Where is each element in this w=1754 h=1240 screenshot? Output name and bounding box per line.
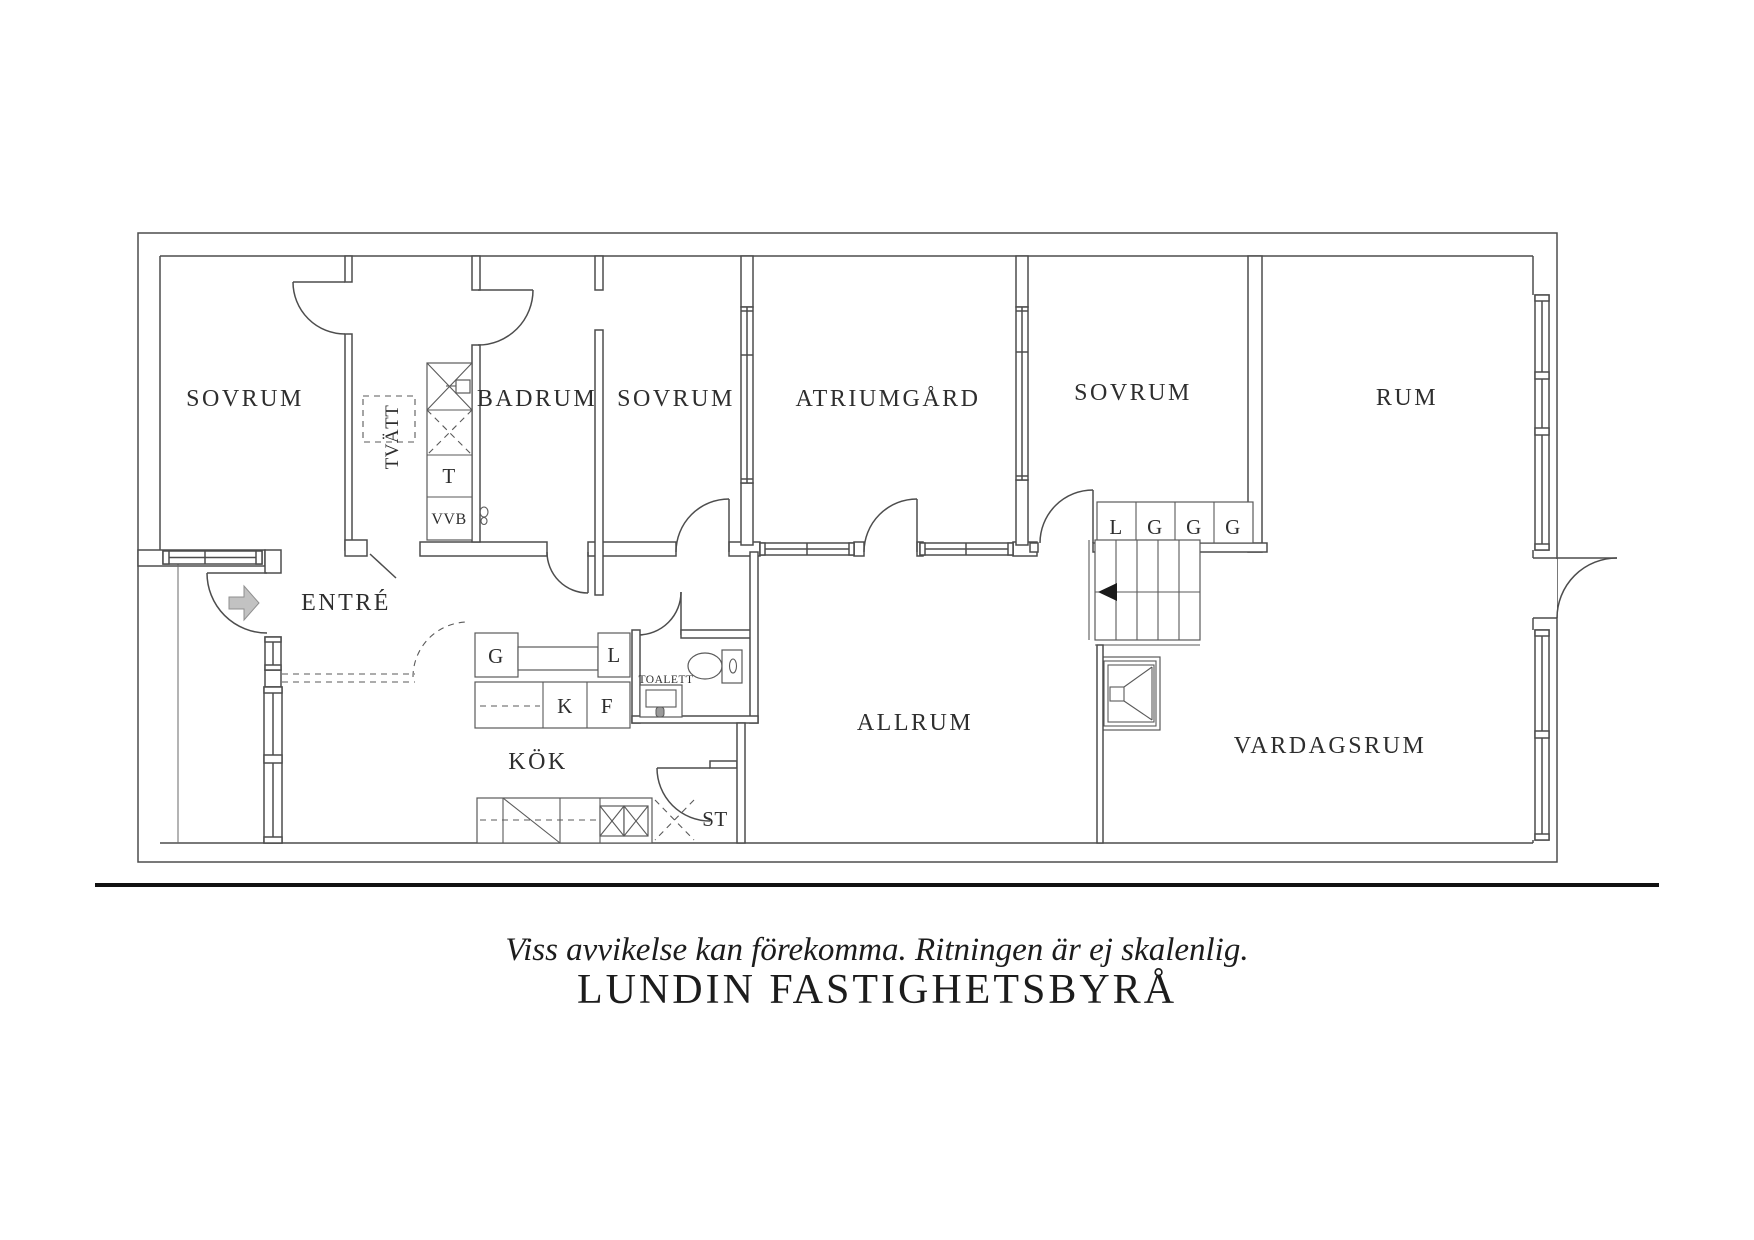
laundry-fixtures (362, 362, 489, 541)
window (1534, 629, 1550, 841)
toalett-room (631, 551, 759, 724)
glazed-partition (1015, 306, 1029, 481)
door-allrum (656, 767, 711, 822)
closet-label: G (1147, 515, 1163, 539)
kitchen-unit-label-l: L (607, 643, 620, 667)
kitchen-unit-label-f: F (601, 694, 613, 718)
room-label-atriumgard: ATRIUMGÅRD (795, 386, 980, 412)
stairs (1088, 539, 1201, 646)
window (162, 550, 263, 565)
separator-line (95, 883, 1659, 887)
door-atriumgard (863, 498, 918, 553)
stove-icon (599, 805, 649, 837)
tvatt-dashed-area (362, 395, 416, 443)
door-sovrum1 (292, 281, 346, 335)
wall (1096, 644, 1104, 844)
tap-icon (479, 506, 489, 526)
window (263, 686, 283, 844)
room-label-vardagsrum: VARDAGSRUM (1234, 733, 1427, 759)
fireplace (1099, 656, 1161, 731)
kitchen-units (282, 621, 631, 729)
room-label-toalett: TOALETT (638, 674, 693, 686)
stairs-direction-arrow-icon (1098, 583, 1117, 601)
window (264, 636, 282, 671)
door-sovrum2 (675, 498, 730, 553)
window (1534, 294, 1550, 551)
room-label-badrum: BADRUM (477, 386, 597, 412)
door-sovrum3 (1039, 489, 1094, 544)
sink-icon (639, 684, 683, 718)
label-torktumlare: T (442, 464, 455, 488)
room-label-rum: RUM (1376, 385, 1438, 411)
room-label-entre: ENTRÉ (301, 590, 391, 616)
room-label-sovrum-3: SOVRUM (1074, 380, 1192, 406)
kitchen-unit-label-g: G (488, 644, 504, 668)
room-label-st: ST (702, 807, 728, 831)
entry-door (206, 572, 268, 634)
doors (206, 281, 1618, 822)
label-vvb: VVB (431, 511, 466, 528)
glazed-partition (740, 306, 754, 484)
toilet-icon (687, 649, 743, 684)
dishwasher-icon (502, 797, 561, 844)
washing-machine-icon (426, 362, 473, 411)
room-label-allrum: ALLRUM (857, 710, 973, 736)
kitchen-counter (476, 797, 653, 844)
kitchen-unit-label-k: K (557, 694, 573, 718)
door-toalett (637, 591, 682, 636)
patio-door (1556, 557, 1618, 619)
entry-arrow-icon (228, 584, 260, 622)
outer-boundary (137, 232, 1558, 863)
room-label-kok: KÖK (508, 749, 568, 775)
brand-text: LUNDIN FASTIGHETSBYRÅ (577, 967, 1177, 1013)
closet-row (1096, 501, 1254, 544)
outer-walls (137, 232, 1558, 863)
closet-label: G (1225, 515, 1241, 539)
window (919, 542, 1014, 556)
closet-label: G (1186, 515, 1202, 539)
laundry-strip-door (369, 553, 397, 579)
footer: Viss avvikelse kan förekomma. Ritningen … (95, 883, 1659, 1013)
room-label-sovrum-2: SOVRUM (617, 386, 735, 412)
door-badrum-entre (546, 551, 589, 594)
closet-label: L (1109, 515, 1122, 539)
label-tvatt: TVÄTT (382, 405, 403, 470)
st-closet (654, 722, 746, 844)
room-label-sovrum-1: SOVRUM (186, 386, 304, 412)
labels: SOVRUM BADRUM SOVRUM ATRIUMGÅRD SOVRUM R… (186, 380, 1438, 831)
door-badrum-hall (477, 289, 534, 346)
disclaimer-text: Viss avvikelse kan förekomma. Ritningen … (505, 932, 1248, 968)
window (759, 542, 855, 556)
windows (162, 294, 1550, 844)
